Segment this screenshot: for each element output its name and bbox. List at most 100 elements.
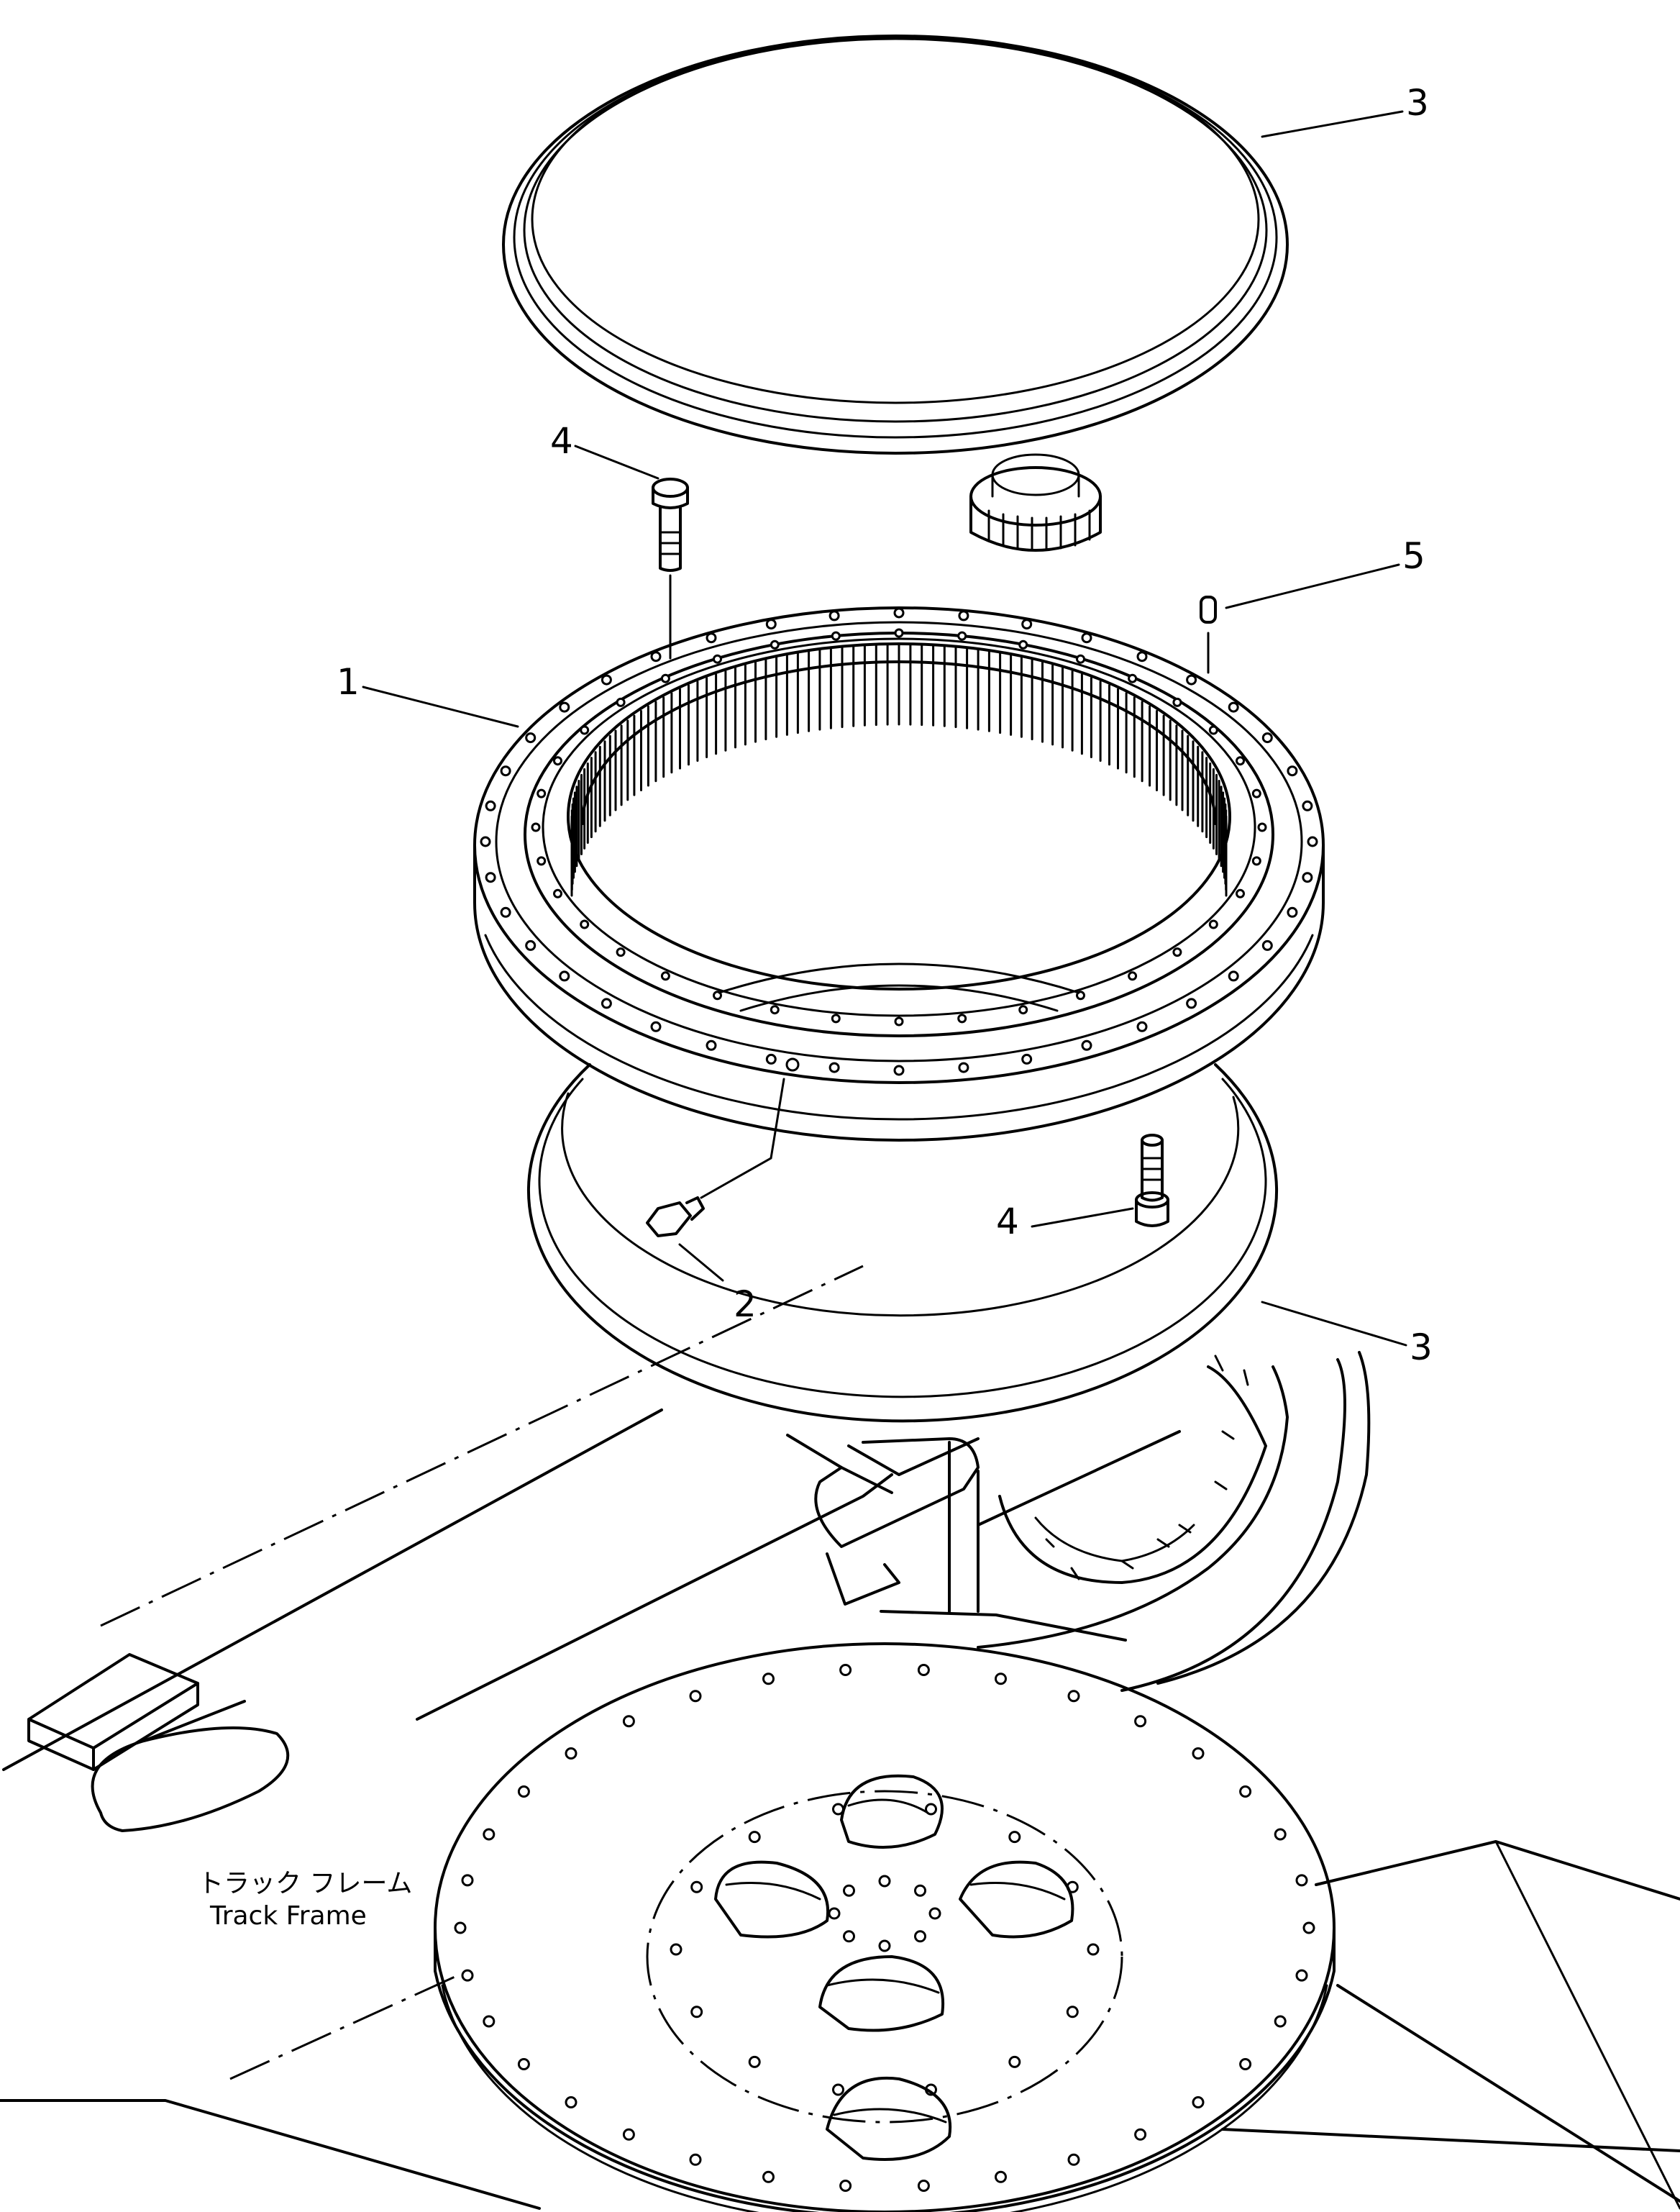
inner-bolt-hole — [1008, 1831, 1021, 1844]
base-bolt-hole — [622, 1715, 635, 1728]
ring-bolt-hole — [650, 651, 662, 663]
ring-bolt-hole — [706, 632, 717, 644]
ring-bolt-hole — [1021, 619, 1033, 630]
base-bolt-hole — [689, 2153, 702, 2166]
center-bolt-hole — [914, 1930, 926, 1943]
callout-numbers: 3 4 5 1 2 4 3 — [337, 82, 1433, 1368]
ring-bolt-hole — [1128, 673, 1138, 683]
ring-bolt-hole — [893, 607, 905, 619]
base-bolt-hole — [839, 2180, 852, 2192]
center-bolt-hole — [828, 1907, 841, 1920]
base-bolt-hole — [995, 2170, 1007, 2183]
base-bolt-hole — [1067, 1690, 1080, 1703]
ring-bolt-hole — [537, 788, 547, 798]
track-frame-label-jp: トラック フレーム — [198, 1869, 412, 1898]
ring-bolt-hole — [553, 888, 562, 898]
ring-bolt-hole — [1018, 640, 1028, 650]
center-bolt-hole — [843, 1930, 855, 1943]
ring-bolt-hole — [553, 756, 562, 766]
ring-bolt-hole — [1236, 756, 1245, 766]
base-bolt-hole — [917, 1664, 930, 1676]
base-bolt-hole — [1192, 1747, 1205, 1760]
base-bolt-hole — [1239, 1785, 1252, 1798]
ring-bolt-hole — [531, 822, 541, 832]
ring-bolt-hole — [1076, 654, 1085, 664]
ring-bolt-hole — [650, 1021, 662, 1032]
inner-bolt-hole — [1066, 2006, 1079, 2018]
ring-bolt-hole — [770, 640, 780, 650]
base-bolt-hole — [565, 2096, 578, 2108]
center-bolt-hole — [928, 1907, 941, 1920]
callout-5: 5 — [1402, 535, 1425, 577]
inner-bolt-hole — [1087, 1943, 1100, 1956]
ring-bolt-hole — [616, 697, 626, 707]
callout-3-bottom: 3 — [1410, 1326, 1433, 1368]
ring-bolt-hole — [958, 610, 969, 622]
ring-bolt-hole — [1261, 939, 1273, 951]
dowel-pin — [1200, 596, 1217, 674]
ring-bolt-hole — [894, 628, 904, 638]
mounting-pad — [27, 1653, 199, 1771]
base-bolt-hole — [483, 2015, 496, 2028]
track-frame-label: トラック フレーム Track Frame — [198, 1869, 412, 1931]
leader-lines — [362, 110, 1407, 1347]
inner-bolt-hole — [690, 2006, 703, 2018]
ring-bolt-hole — [1186, 674, 1197, 686]
base-bolt-hole — [1134, 2128, 1147, 2141]
ring-bolt-hole — [1307, 836, 1318, 847]
center-openings — [714, 1774, 1074, 2161]
ring-bolt-hole — [525, 939, 537, 951]
base-bolt-hole — [1274, 2015, 1287, 2028]
base-turntable — [434, 1642, 1336, 2212]
ring-bolt-hole — [828, 610, 840, 622]
inner-bolt-holes — [670, 1803, 1100, 2096]
ring-bolt-hole — [1186, 998, 1197, 1009]
ring-bolt-hole — [770, 1005, 780, 1015]
top-seal-ring — [502, 35, 1289, 455]
ring-bolt-hole — [893, 1065, 905, 1076]
inner-bolt-hole — [832, 2083, 844, 2096]
base-bolt-hole — [762, 1672, 775, 1685]
base-bolt-hole — [1302, 1921, 1315, 1934]
ring-bolt-hole — [616, 947, 626, 957]
ring-bolt-hole — [1136, 1021, 1148, 1032]
ring-bolt-hole — [1208, 919, 1218, 929]
ring-bolt-hole — [1302, 800, 1313, 811]
ring-bolt-hole — [485, 800, 496, 811]
ring-bolt-hole — [1287, 765, 1298, 777]
ring-bolt-hole — [1018, 1005, 1028, 1015]
base-bolt-hole — [483, 1828, 496, 1841]
lower-bolt — [1135, 1134, 1169, 1227]
ring-bolt-hole — [601, 998, 612, 1009]
center-bolt-hole — [843, 1884, 855, 1897]
inner-bolt-hole — [1008, 2055, 1021, 2068]
base-bolt-hole — [1295, 1874, 1308, 1887]
inner-bolt-hole — [690, 1880, 703, 1893]
ring-bolt-hole — [1136, 651, 1148, 663]
ring-bolt-hole — [957, 631, 967, 641]
ring-bolt-hole — [1287, 906, 1298, 918]
ring-bolt-hole — [500, 765, 511, 777]
ring-bolt-hole — [660, 971, 670, 981]
ring-bolt-hole — [894, 1016, 904, 1027]
inner-bolt-hole — [670, 1943, 682, 1956]
ring-bolt-hole — [537, 856, 547, 866]
callout-2: 2 — [734, 1283, 757, 1325]
base-bolt-hole — [454, 1921, 467, 1934]
ring-bolt-hole — [480, 836, 491, 847]
base-bolt-hole — [917, 2180, 930, 2192]
ring-bolt-hole — [1081, 1039, 1092, 1051]
base-bolt-hole — [461, 1874, 474, 1887]
track-frame-label-en: Track Frame — [209, 1901, 367, 1931]
ring-bolt-hole — [580, 919, 590, 929]
callout-4-bottom: 4 — [996, 1201, 1019, 1242]
base-bolt-hole — [1134, 1715, 1147, 1728]
pinion-gear — [969, 453, 1102, 552]
track-frame — [0, 1265, 1680, 2210]
ring-bolt-hole — [1228, 970, 1239, 982]
base-bolt-holes — [454, 1664, 1315, 2192]
frame-oval-cutout — [91, 1700, 290, 1832]
ring-bolt-hole — [1257, 822, 1267, 832]
callout-1: 1 — [337, 661, 360, 703]
